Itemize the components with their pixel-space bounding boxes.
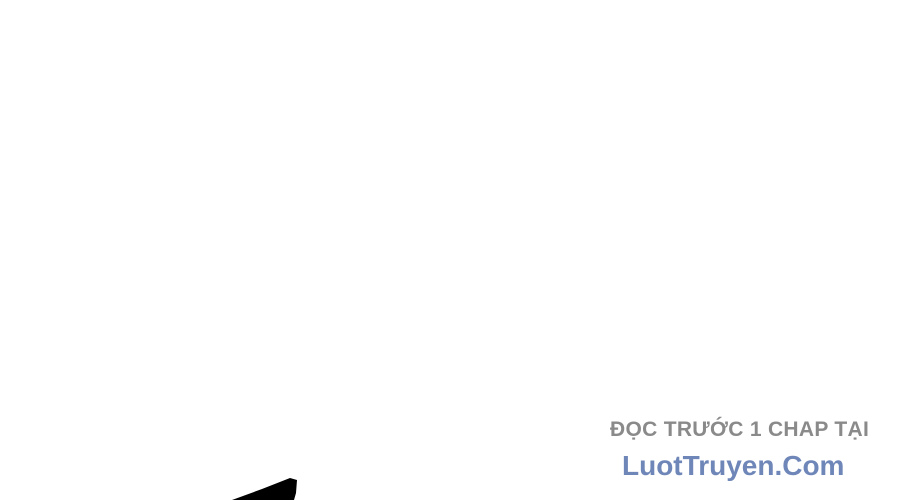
watermark-tagline: ĐỌC TRƯỚC 1 CHAP TẠI (610, 418, 870, 441)
watermark-site-name: LuotTruyen.Com (622, 450, 845, 481)
watermark: ĐỌC TRƯỚC 1 CHAP TẠI LuotTruyen.Com (610, 415, 890, 485)
